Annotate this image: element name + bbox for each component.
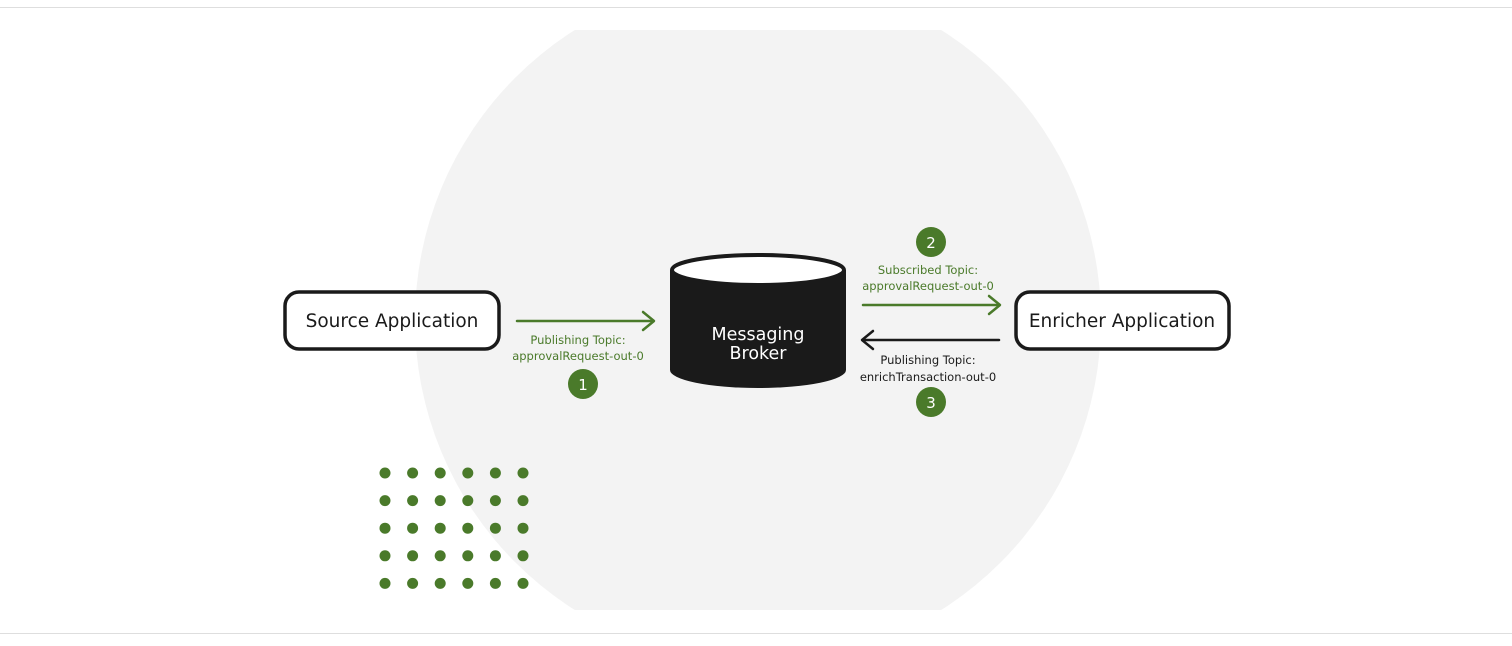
decorative-dot: [379, 577, 391, 589]
flow-1-topic: approvalRequest-out-0: [512, 349, 644, 363]
decorative-dot: [462, 467, 474, 479]
decorative-dot: [517, 577, 529, 589]
decorative-dot: [462, 550, 474, 562]
decorative-dot: [489, 495, 501, 507]
flow-3-topic: enrichTransaction-out-0: [860, 370, 996, 384]
decorative-dot: [379, 550, 391, 562]
enricher-application-node: Enricher Application: [1014, 290, 1231, 351]
decorative-dot: [434, 577, 446, 589]
flow-2-arrow: [861, 294, 1002, 316]
decorative-dot: [407, 577, 419, 589]
messaging-broker-label-line2: Broker: [730, 344, 788, 364]
decorative-dot: [462, 522, 474, 534]
decorative-dot: [407, 495, 419, 507]
top-divider: [0, 7, 1512, 8]
enricher-application-label: Enricher Application: [1029, 311, 1215, 332]
messaging-broker-node: Messaging Broker: [670, 253, 846, 388]
step-3-badge: 3: [916, 387, 946, 417]
step-3-number: 3: [926, 394, 936, 412]
decorative-dot: [379, 522, 391, 534]
step-1-badge: 1: [568, 369, 598, 399]
decorative-dot: [517, 467, 529, 479]
messaging-broker-label-line1: Messaging: [712, 325, 805, 345]
flow-2-caption: Subscribed Topic:: [878, 263, 978, 277]
decorative-dot: [489, 522, 501, 534]
decorative-dot: [434, 467, 446, 479]
source-application-node: Source Application: [283, 290, 501, 351]
decorative-dot: [434, 522, 446, 534]
decorative-dot: [407, 522, 419, 534]
decorative-dot: [462, 495, 474, 507]
decorative-dot: [379, 467, 391, 479]
source-application-label: Source Application: [306, 311, 479, 332]
decorative-dot: [489, 577, 501, 589]
flow-1-arrow: [515, 310, 656, 332]
decorative-dot: [517, 522, 529, 534]
decorative-dot: [434, 550, 446, 562]
flow-3-caption: Publishing Topic:: [880, 353, 975, 367]
flow-2-topic: approvalRequest-out-0: [862, 279, 994, 293]
decorative-dot: [379, 495, 391, 507]
flow-3-arrow: [860, 329, 1001, 351]
decorative-dot: [407, 550, 419, 562]
decorative-dot: [434, 495, 446, 507]
decorative-dot: [517, 495, 529, 507]
decorative-dot: [517, 550, 529, 562]
decorative-dot-grid: [379, 467, 529, 589]
decorative-dot: [489, 467, 501, 479]
bottom-divider: [0, 633, 1512, 634]
decorative-dot: [462, 577, 474, 589]
flow-1-caption: Publishing Topic:: [530, 333, 625, 347]
decorative-dot: [407, 467, 419, 479]
step-1-number: 1: [578, 376, 588, 394]
step-2-badge: 2: [916, 227, 946, 257]
step-2-number: 2: [926, 234, 936, 252]
decorative-dot: [489, 550, 501, 562]
